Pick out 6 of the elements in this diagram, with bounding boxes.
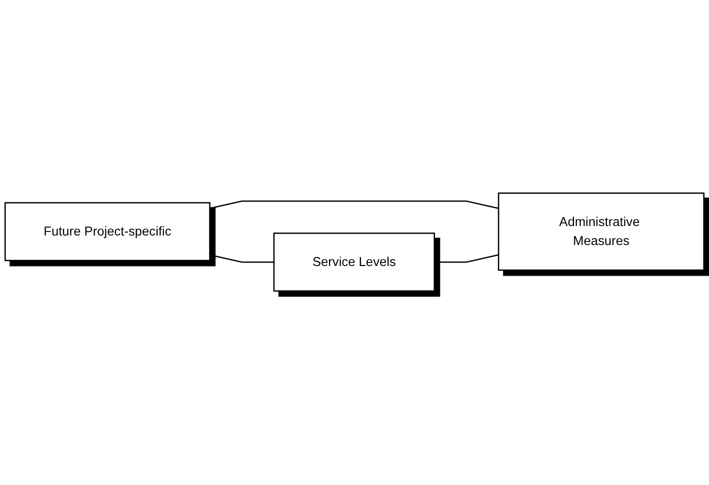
node-box: Future Project-specific [4, 202, 210, 262]
node-box: Administrative Measures [498, 192, 704, 272]
connector [434, 254, 499, 264]
connector [210, 254, 274, 264]
connector [210, 200, 499, 210]
node-box: Service Levels [273, 233, 436, 292]
